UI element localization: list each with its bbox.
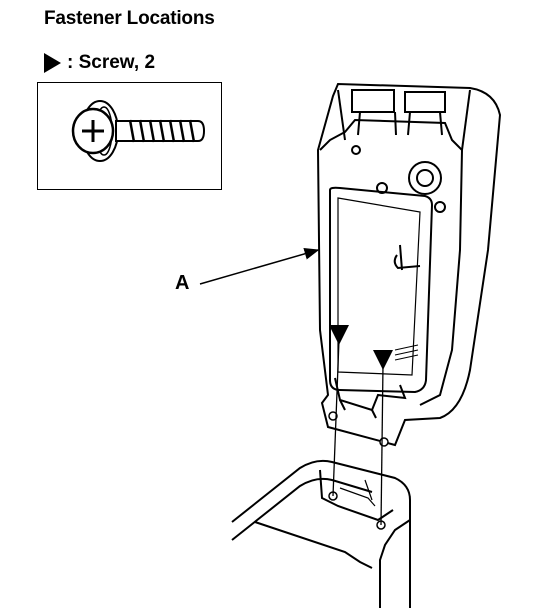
triangle-marker-icon [44, 53, 61, 73]
page-title: Fastener Locations [44, 8, 215, 29]
screw-icon [71, 100, 206, 162]
armrest-lid [316, 82, 502, 447]
legend-label: : Screw, 2 [67, 52, 156, 73]
screw-location-markers [329, 325, 393, 370]
fastener-legend: : Screw, 2 [44, 52, 155, 74]
callout-a-label: A [175, 272, 190, 294]
screw-marker-left-icon [329, 325, 349, 345]
screw-marker-right-icon [373, 350, 393, 370]
console-base [231, 459, 411, 608]
callout-a-leader [199, 247, 320, 285]
screw-detail-box [37, 82, 222, 190]
alignment-lines [332, 339, 384, 526]
base-screw-holes [328, 491, 386, 530]
